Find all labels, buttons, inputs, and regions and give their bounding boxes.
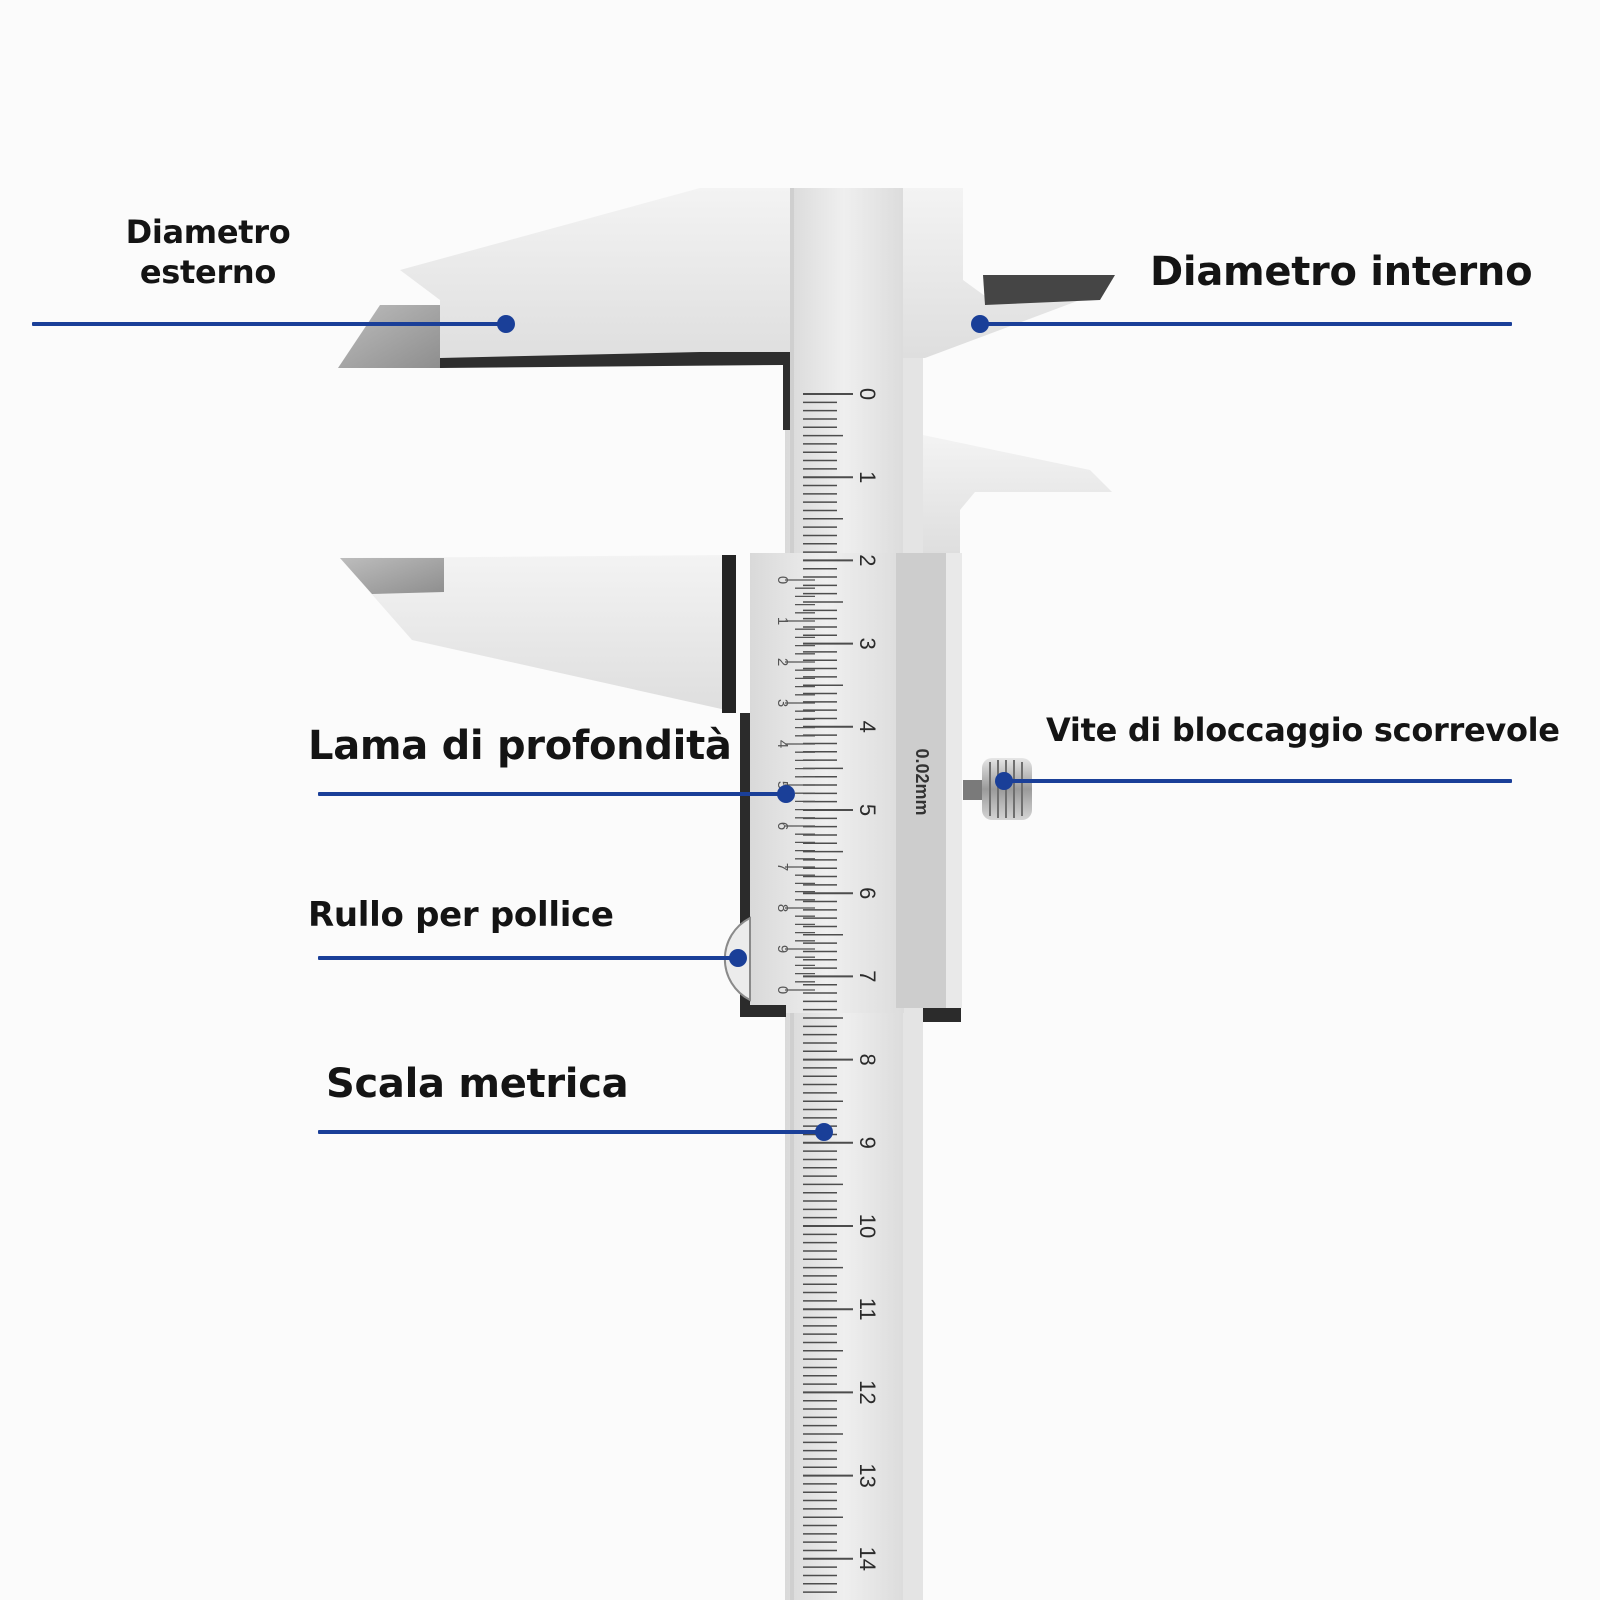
vernier-number: 7	[774, 863, 791, 871]
vernier-number: 3	[774, 699, 791, 707]
sliding-inner-jaw	[923, 435, 1112, 555]
vernier-number: 0	[774, 986, 791, 994]
main-scale-ticks	[803, 393, 853, 1593]
slider-right-shadow	[923, 1008, 961, 1022]
label-outer-diameter: Diametro esterno	[118, 212, 298, 292]
vernier-slider	[750, 553, 904, 1013]
label-outer-diameter-line2: esterno	[139, 253, 277, 291]
main-scale-number: 6	[855, 887, 880, 899]
dot-depth-blade	[777, 785, 795, 803]
main-scale-number: 7	[855, 970, 880, 982]
vernier-scale-ticks	[785, 579, 815, 991]
main-scale-number: 8	[855, 1053, 880, 1065]
label-outer-diameter-line1: Diametro	[125, 213, 291, 251]
leader-depth-blade	[318, 792, 786, 796]
precision-plate	[896, 553, 946, 1008]
main-scale-number: 13	[855, 1463, 880, 1487]
vernier-number: 0	[774, 576, 791, 584]
label-depth-blade: Lama di profondità	[308, 723, 732, 769]
dot-outer-diameter	[497, 315, 515, 333]
leader-lock-screw	[1004, 779, 1512, 783]
vernier-number: 2	[774, 658, 791, 666]
dot-lock-screw	[995, 772, 1013, 790]
fixed-inner-jaw	[903, 188, 1080, 358]
leader-inner-diameter	[980, 322, 1512, 326]
main-scale-number: 3	[855, 637, 880, 649]
main-scale-number: 9	[855, 1137, 880, 1149]
vernier-number: 8	[774, 904, 791, 912]
vernier-precision: 0.02mm	[912, 748, 932, 815]
label-thumb-roller: Rullo per pollice	[308, 895, 614, 935]
label-inner-diameter: Diametro interno	[1150, 249, 1533, 295]
main-scale-number: 14	[855, 1547, 880, 1571]
lock-screw-knurling	[989, 760, 1023, 818]
slider-side-shadow	[740, 713, 750, 1015]
main-scale-number: 5	[855, 804, 880, 816]
leader-thumb-roller	[318, 956, 738, 960]
slider-bottom-shadow	[740, 1005, 786, 1017]
precision-plate-highlight	[946, 553, 962, 1008]
main-scale-number: 10	[855, 1214, 880, 1238]
main-scale-number: 4	[855, 721, 880, 733]
vernier-number: 9	[774, 945, 791, 953]
leader-outer-diameter	[32, 322, 506, 326]
label-metric-scale: Scala metrica	[326, 1061, 629, 1107]
vernier-number: 4	[774, 740, 791, 748]
fixed-outer-jaw	[400, 188, 790, 362]
sliding-outer-jaw-tip	[340, 558, 444, 594]
leader-metric-scale	[318, 1130, 824, 1134]
dot-metric-scale	[815, 1123, 833, 1141]
vernier-number: 6	[774, 822, 791, 830]
fixed-jaw-shadow	[440, 352, 790, 430]
main-scale-number: 1	[855, 471, 880, 483]
lock-screw-shaft	[963, 780, 987, 800]
main-scale-number: 0	[855, 388, 880, 400]
dot-inner-diameter	[971, 315, 989, 333]
slider-step-shadow	[722, 555, 736, 713]
fixed-inner-jaw-tip	[983, 275, 1115, 305]
fixed-outer-jaw-tip	[338, 305, 440, 368]
sliding-outer-jaw	[340, 555, 735, 712]
vernier-number: 1	[774, 617, 791, 625]
main-scale-number: 2	[855, 554, 880, 566]
main-scale-number: 12	[855, 1380, 880, 1404]
main-scale-number: 11	[855, 1298, 880, 1321]
dot-thumb-roller	[729, 949, 747, 967]
label-lock-screw: Vite di bloccaggio scorrevole	[1046, 711, 1560, 749]
